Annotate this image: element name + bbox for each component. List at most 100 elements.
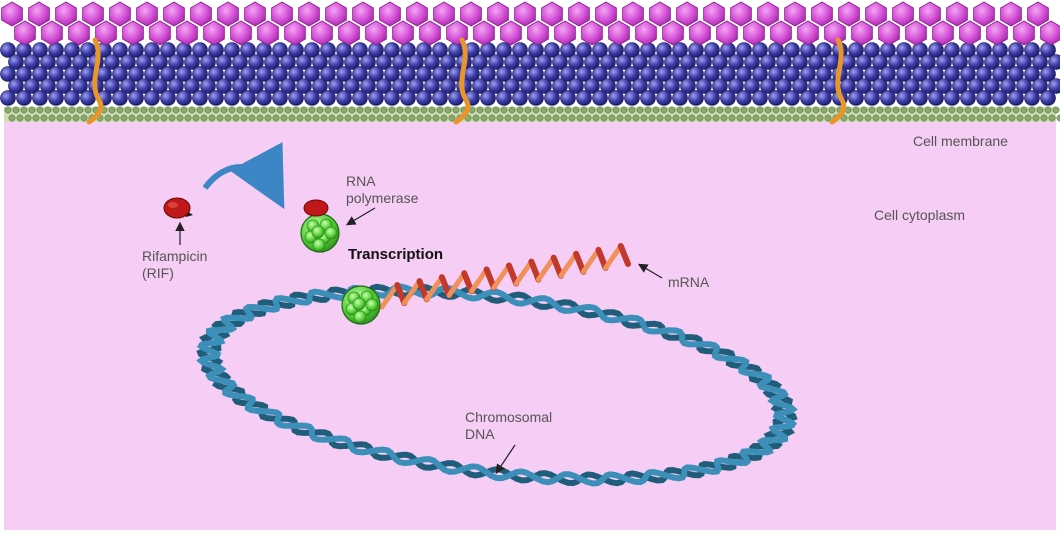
outer-hexagon: [932, 20, 954, 46]
peptidoglycan-bead: [928, 42, 944, 58]
membrane-lipid: [260, 106, 268, 114]
outer-hexagon: [473, 20, 495, 46]
peptidoglycan-bead: [792, 54, 808, 70]
peptidoglycan-bead: [1024, 90, 1040, 106]
outer-hexagon: [352, 1, 374, 27]
membrane-lipid: [812, 106, 820, 114]
peptidoglycan-bead: [224, 42, 240, 58]
membrane-lipid: [940, 106, 948, 114]
outer-hexagon: [500, 20, 522, 46]
peptidoglycan-bead: [632, 78, 648, 94]
membrane-lipid: [644, 106, 652, 114]
peptidoglycan-bead: [856, 54, 872, 70]
peptidoglycan-bead: [704, 90, 720, 106]
peptidoglycan-bead: [840, 78, 856, 94]
membrane-lipid: [252, 106, 260, 114]
peptidoglycan-bead: [928, 90, 944, 106]
peptidoglycan-bead: [384, 66, 400, 82]
membrane-lipid: [296, 114, 304, 122]
membrane-lipid: [112, 114, 120, 122]
peptidoglycan-bead: [160, 42, 176, 58]
peptidoglycan-bead: [72, 78, 88, 94]
membrane-lipid: [736, 114, 744, 122]
outer-hexagon: [217, 1, 239, 27]
membrane-lipid: [688, 114, 696, 122]
membrane-lipid: [976, 114, 984, 122]
outer-hexagon: [527, 20, 549, 46]
peptidoglycan-bead: [232, 78, 248, 94]
membrane-lipid: [436, 106, 444, 114]
membrane-lipid: [1012, 106, 1020, 114]
peptidoglycan-bead: [688, 66, 704, 82]
peptidoglycan-bead: [912, 90, 928, 106]
membrane-lipid: [576, 114, 584, 122]
peptidoglycan-bead: [112, 42, 128, 58]
peptidoglycan-bead: [216, 54, 232, 70]
membrane-lipid: [588, 106, 596, 114]
mrna-segment-light: [401, 278, 422, 306]
membrane-lipid: [808, 114, 816, 122]
membrane-lipid: [20, 106, 28, 114]
membrane-lipid: [288, 114, 296, 122]
outer-hexagon-layer: [1, 1, 1060, 46]
outer-hexagon: [176, 20, 198, 46]
peptidoglycan-bead: [208, 66, 224, 82]
membrane-lipid: [36, 106, 44, 114]
peptidoglycan-bead: [968, 78, 984, 94]
membrane-lipid: [784, 114, 792, 122]
peptidoglycan-bead: [568, 78, 584, 94]
peptidoglycan-bead: [144, 66, 160, 82]
mrna-segment-dark: [528, 258, 542, 283]
peptidoglycan-bead: [648, 54, 664, 70]
mrna-segment-dark: [506, 262, 520, 287]
membrane-lipid: [1020, 106, 1028, 114]
peptidoglycan-bead: [64, 42, 80, 58]
membrane-lipid: [612, 106, 620, 114]
membrane-lipid: [776, 114, 784, 122]
peptidoglycan-bead: [744, 54, 760, 70]
membrane-lipid: [728, 114, 736, 122]
membrane-lipid: [624, 114, 632, 122]
membrane-lipid: [424, 114, 432, 122]
peptidoglycan-bead: [752, 90, 768, 106]
outer-hexagon: [676, 1, 698, 27]
membrane-lipid: [388, 106, 396, 114]
peptidoglycan-bead: [920, 78, 936, 94]
peptidoglycan-bead: [944, 66, 960, 82]
membrane-lipid: [176, 114, 184, 122]
membrane-lipid: [592, 114, 600, 122]
membrane-lipid: [364, 106, 372, 114]
membrane-lipid: [848, 114, 856, 122]
membrane-lipid: [244, 106, 252, 114]
peptidoglycan-bead: [864, 42, 880, 58]
polymerase-subunit: [312, 238, 326, 252]
peptidoglycan-bead: [784, 90, 800, 106]
membrane-lipid: [964, 106, 972, 114]
outer-hexagon: [1000, 1, 1022, 27]
peptidoglycan-bead: [544, 90, 560, 106]
linker-protein: [829, 37, 847, 125]
membrane-lipid: [716, 106, 724, 114]
peptidoglycan-bead: [336, 90, 352, 106]
outer-hexagon: [109, 1, 131, 27]
peptidoglycan-bead: [984, 54, 1000, 70]
peptidoglycan-bead: [944, 90, 960, 106]
peptidoglycan-bead: [952, 78, 968, 94]
outer-hexagon: [82, 1, 104, 27]
membrane-lipid: [268, 106, 276, 114]
membrane-lipid: [264, 114, 272, 122]
peptidoglycan-bead: [384, 42, 400, 58]
membrane-lipid: [692, 106, 700, 114]
outer-hexagon: [1, 1, 23, 27]
outer-hexagon: [487, 1, 509, 27]
peptidoglycan-bead: [576, 42, 592, 58]
membrane-lipid: [556, 106, 564, 114]
outer-hexagon: [244, 1, 266, 27]
membrane-lipid: [616, 114, 624, 122]
linker-protein: [453, 37, 471, 125]
membrane-lipid: [1036, 106, 1044, 114]
outer-hexagon: [635, 20, 657, 46]
peptidoglycan-bead: [432, 42, 448, 58]
membrane-lipid: [852, 106, 860, 114]
membrane-lipid: [1024, 114, 1032, 122]
